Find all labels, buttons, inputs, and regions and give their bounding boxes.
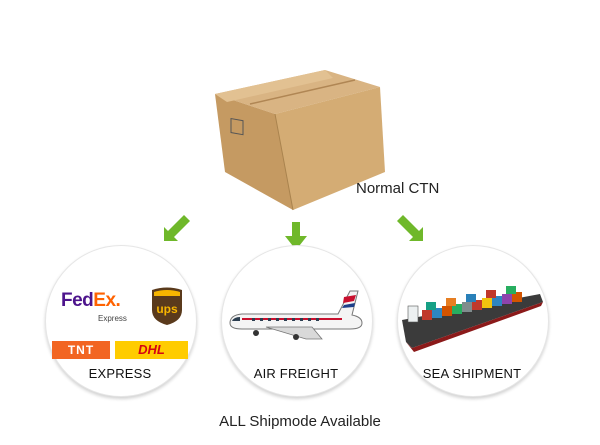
airplane-icon — [229, 290, 363, 340]
sea-shipment-label: SEA SHIPMENT — [422, 366, 522, 381]
tnt-logo: TNT — [52, 341, 110, 359]
down-arrow-icon — [397, 215, 423, 241]
carton-label: Normal CTN — [356, 180, 440, 197]
cargo-ship-icon — [402, 286, 543, 352]
ups-text: ups — [156, 302, 178, 316]
air-freight-label: AIR FREIGHT — [253, 366, 339, 381]
fedex-logo: FedEx. — [61, 290, 121, 311]
down-arrow-icon — [285, 222, 307, 250]
shipmode-caption: ALL Shipmode Available — [219, 413, 381, 430]
fedex-express-label: Express — [98, 314, 127, 323]
ups-logo: ups — [152, 287, 182, 325]
express-label: EXPRESS — [88, 366, 152, 381]
down-arrow-icon — [164, 215, 190, 241]
dhl-logo: DHL — [115, 341, 188, 359]
carton-box-icon — [215, 70, 385, 211]
